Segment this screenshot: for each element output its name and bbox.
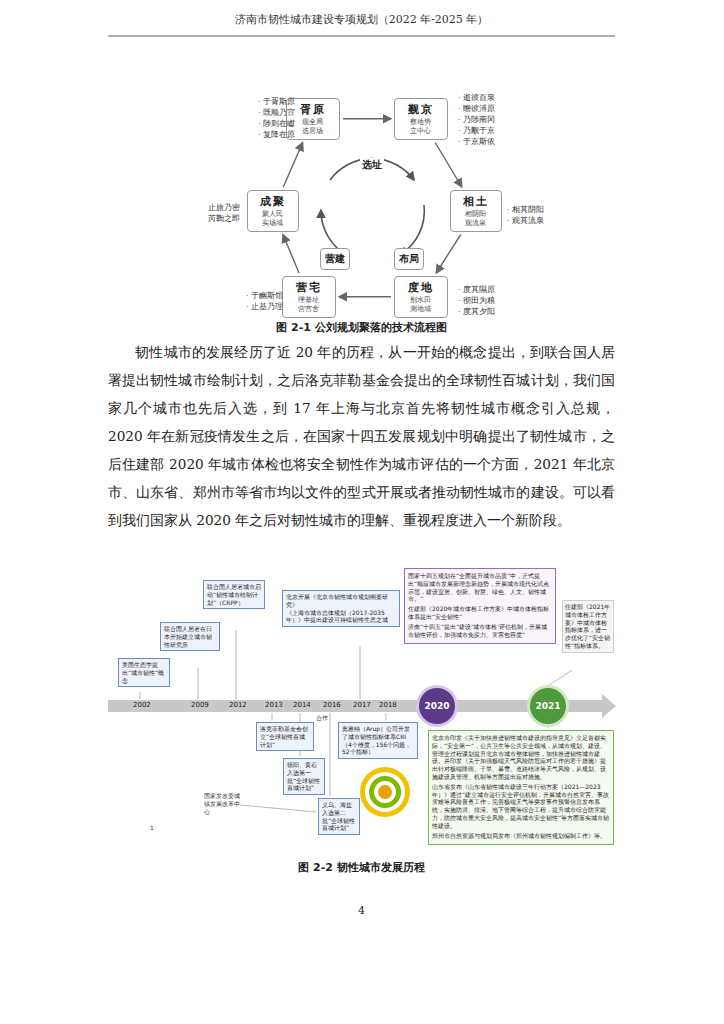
flow-box: 觐京察地势 立中心: [394, 98, 448, 140]
inner-box: 布局: [394, 248, 424, 270]
node-text: 观全局 选居场: [301, 118, 325, 136]
event-box: 联合国人居署在日本开始建立城市韧性研究所: [160, 622, 220, 651]
flow-box: 成聚聚人民 实场域: [247, 190, 299, 232]
text-label: · 复降在原: [258, 129, 295, 140]
cri-wheel: [360, 767, 410, 817]
node-text: 理基址 营宫舍: [297, 296, 321, 314]
year-label: 2013: [264, 701, 284, 709]
node-title: 营建: [325, 252, 345, 266]
event-box: 北京市印发《关于加快推进韧性城市建设的指导意见》立足首都实际，“安全第一”，公共…: [428, 730, 614, 845]
node-title: 觐京: [397, 102, 445, 117]
node-title: 2021: [535, 701, 560, 711]
inner-box: 营建: [320, 248, 350, 270]
text-label: 1: [150, 824, 154, 832]
inner-cycle: [321, 159, 424, 257]
event-box: 德阳、黄石入选第一批“全球韧性百城计划”: [283, 758, 325, 795]
year-label: 2018: [378, 701, 398, 709]
node-title: 奥雅纳（Arup）公司开发了城市韧性指标体系CRI（4个维度，156个问题，52…: [342, 725, 414, 756]
flow-arrow: [436, 235, 461, 274]
text-label: · 相其阴阳: [507, 204, 544, 215]
text-label: · 既顺乃宣: [258, 107, 295, 118]
node-title: 成聚: [250, 194, 296, 209]
event-box: 联合国人居署城市启动“韧性城市绘制计划”（CRPP）: [203, 580, 265, 609]
text-label: 4: [108, 904, 615, 917]
node-title: 义乌、海盐入选第二批“全球韧性百城计划”: [322, 801, 356, 832]
node-text: 察地势 立中心: [409, 118, 433, 136]
event-box: 国家十四五规划在“全面提升城市品质”中，正式提出“顺应城市发展新理念新趋势，开展…: [404, 568, 556, 644]
node-title: 相土: [453, 194, 499, 209]
year-label: 2012: [228, 701, 248, 709]
node-title: 2020: [424, 701, 449, 711]
year-label: 2016: [322, 701, 342, 709]
node-text: 山东省发布《山东省韧性城市建设三年行动方案（2021—2023年）》通过“建立城…: [432, 783, 610, 830]
year-label: 2009: [190, 701, 210, 709]
body-paragraph: 韧性城市的发展经历了近 20 年的历程，从一开始的概念提出，到联合国人居署提出韧…: [108, 338, 615, 534]
text-label: 芮鞫之即: [208, 213, 240, 224]
year-label: 2002: [132, 701, 152, 709]
flow-arrow: [343, 118, 391, 119]
text-label: · 度其夕阳: [458, 306, 495, 317]
year-label: 2017: [352, 701, 372, 709]
figure-caption: 图 2-2 韧性城市发展历程: [108, 860, 615, 875]
node-title: 营宅: [285, 280, 333, 295]
text-label: 济南市韧性城市建设专项规划（2022 年-2025 年）: [108, 12, 615, 27]
node-title: 布局: [399, 252, 419, 266]
node-title: 联合国人居署城市启动“韧性城市绘制计划”（CRPP）: [207, 583, 261, 606]
event-box: 北京开展《北京市韧性城市规划纲要研究》《上海市城市总体规划（2017-2035年…: [282, 590, 400, 627]
year-circle: 2021: [530, 688, 566, 724]
figure-caption: 图 2-1 公刘规划聚落的技术流程图: [108, 320, 615, 335]
text-label: · 陟则在巘: [258, 118, 295, 129]
flow-arrow: [339, 296, 391, 297]
node-title: 胥原: [289, 102, 337, 117]
flow-box: 营宅理基址 营宫舍: [282, 276, 336, 318]
node-title: 北京开展《北京市韧性城市规划纲要研究》: [286, 593, 396, 609]
event-box: 美国生态学提出“城市韧性”概念: [118, 658, 170, 687]
text-label: 国家发改委城镇发展改革中心: [204, 792, 240, 815]
text-label: 合作: [316, 714, 328, 722]
node-title: 国家十四五规划在“全面提升城市品质”中，正式提出“顺应城市发展新理念新趋势，开展…: [408, 572, 552, 603]
node-text: 住建部《2020年城市体检工作方案》中城市体检指标体系提出“安全韧性”: [408, 605, 552, 621]
text-label: · 于豳斯馆: [246, 290, 283, 301]
text-label: · 乃觏于京: [458, 125, 495, 136]
text-label: · 观其流泉: [507, 215, 544, 226]
event-box: 奥雅纳（Arup）公司开发了城市韧性指标体系CRI（4个维度，156个问题，52…: [338, 722, 418, 759]
text-label: · 度其隰原: [458, 284, 495, 295]
node-title: 美国生态学提出“城市韧性”概念: [122, 661, 166, 684]
node-text: 相阴阳 观流泉: [464, 210, 488, 228]
node-title: 洛克菲勒基金会创立“全球韧性百城计划”: [260, 725, 310, 748]
text-label: 止旅乃密: [208, 202, 240, 213]
node-title: 德阳、黄石入选第一批“全球韧性百城计划”: [287, 761, 321, 792]
text-label: · 逝彼百泉: [458, 92, 495, 103]
event-box: 住建部《2021年城市体检工作方案》中城市体检指标体系，进一步优化了“安全韧性”…: [562, 600, 614, 653]
node-text: 郑州市自然资源与规划局发布《郑州城市韧性规划编制工作》等。: [432, 832, 610, 840]
text-label: 选址: [360, 158, 384, 172]
node-title: 联合国人居署在日本开始建立城市韧性研究所: [164, 625, 216, 648]
text-label: · 于胥斯原: [258, 96, 295, 107]
node-text: 济南“十四五”提出“建设‘城市体检’评估机制，开展城市韧性评价，加强城市免疫力、…: [408, 623, 552, 639]
text-label: · 瞻彼溥原: [458, 103, 495, 114]
text-label: · 止基乃理: [246, 301, 283, 312]
year-label: 2014: [292, 701, 312, 709]
header-rule: [108, 36, 615, 37]
flow-arrow: [283, 143, 302, 188]
flow-arrow: [283, 235, 299, 274]
event-box: 义乌、海盐入选第二批“全球韧性百城计划”: [318, 798, 360, 835]
text-label: · 乃陟南冈: [458, 114, 495, 125]
node-title: 住建部《2021年城市体检工作方案》中城市体检指标体系，进一步优化了“安全韧性”…: [565, 603, 611, 650]
flow-box: 度地别水田 测地域: [394, 276, 448, 318]
text-label: · 彻田为粮: [458, 295, 495, 306]
node-text: 《上海市城市总体规划（2017-2035年）》中提出建设可持续韧性生态之城: [286, 609, 396, 625]
flow-box: 相土相阴阳 观流泉: [450, 190, 502, 232]
node-text: 别水田 测地域: [409, 296, 433, 314]
flow-arrow: [435, 143, 462, 188]
text-label: · 于京斯依: [458, 136, 495, 147]
event-box: 洛克菲勒基金会创立“全球韧性百城计划”: [256, 722, 314, 751]
year-circle: 2020: [419, 688, 455, 724]
node-title: 北京市印发《关于加快推进韧性城市建设的指导意见》立足首都实际，“安全第一”，公共…: [432, 734, 610, 781]
node-text: 聚人民 实场域: [261, 210, 285, 228]
node-title: 度地: [397, 280, 445, 295]
